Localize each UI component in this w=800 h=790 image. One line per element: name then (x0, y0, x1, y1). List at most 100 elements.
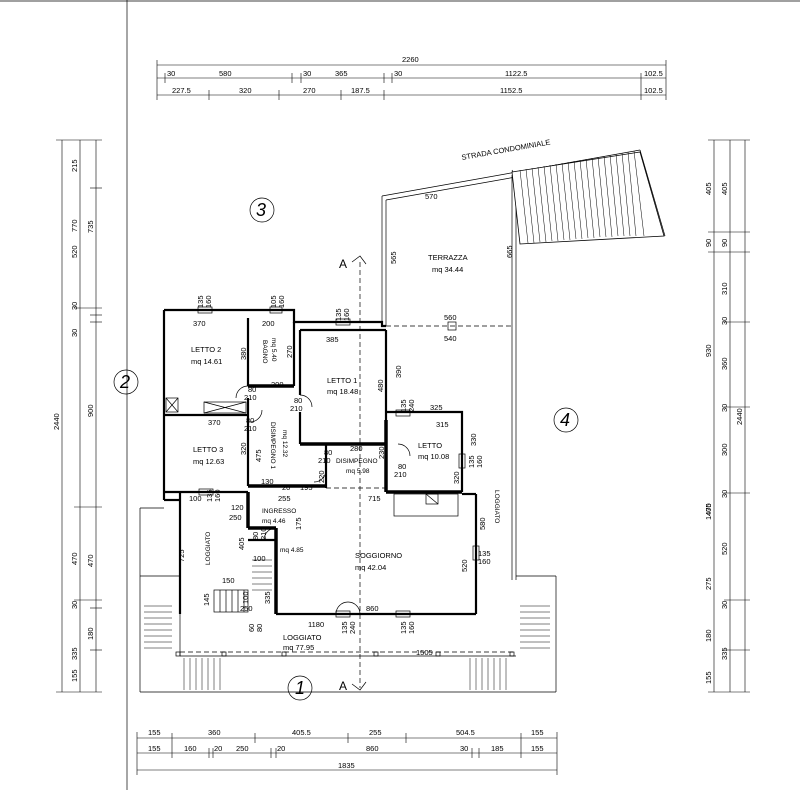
dim-label: 210 (290, 404, 303, 413)
dim-label: 135 (196, 295, 205, 308)
dim-label: 900 (86, 404, 95, 417)
dim-label: 160 (213, 489, 222, 502)
dim-label: 160 (204, 295, 213, 308)
dim-label: 270 (285, 345, 294, 358)
dim-label: 102.5 (644, 86, 663, 95)
dim-label: 135 (478, 549, 491, 558)
dim-label: 405.5 (292, 728, 311, 737)
dim-label: 80 (294, 396, 302, 405)
dim-label: 270 (303, 86, 316, 95)
letto3-area: mq 12.63 (193, 457, 224, 466)
dim-label: 250 (236, 744, 249, 753)
dim-label: 520 (70, 245, 79, 258)
dim-label: 715 (368, 494, 381, 503)
dim-label: 330 (469, 433, 478, 446)
bagno-area: mq 5.40 (270, 338, 277, 362)
dim-label: 100 (241, 591, 250, 604)
dim-label: 470 (86, 554, 95, 567)
left-dimensions: 2440 770 900 470 335 215 735 520 30 30 4… (52, 139, 102, 693)
dim-label: 320 (239, 442, 248, 455)
room-labels: LETTO 2 mq 14.61 BAGNO mq 5.40 LETTO 1 m… (191, 338, 449, 572)
dim-label: 155 (531, 728, 544, 737)
section-mark-2: 2 (119, 372, 130, 392)
letto-label: LETTO (418, 441, 442, 450)
dim-label: 30 (394, 69, 402, 78)
dim-label: 475 (254, 449, 263, 462)
soggiorno-area: mq 42.04 (355, 563, 386, 572)
dim-label: 160 (342, 308, 351, 321)
dim-label: 725 (177, 549, 186, 562)
dim-label: 145 (202, 593, 211, 606)
dim-label: 135 (205, 489, 214, 502)
dim-label: 665 (505, 245, 514, 258)
dim-label: 405 (704, 182, 713, 195)
terrazza-area: mq 34.44 (432, 265, 463, 274)
dim-label: 735 (86, 220, 95, 233)
ingresso-area: mq 4.46 (262, 518, 286, 525)
dim-label: 255 (369, 728, 382, 737)
dim-label: 860 (366, 604, 379, 613)
dim-label: 240 (407, 399, 416, 412)
dim-label: 380 (239, 347, 248, 360)
dim-label: 80 (324, 448, 332, 457)
section-cut-bottom-label: A (339, 679, 347, 693)
top-dimensions: 2260 30 580 30 365 30 1122.5 102.5 227.5… (156, 55, 667, 100)
section-mark-4: 4 (560, 410, 570, 430)
dim-label: 275 (704, 577, 713, 590)
disimpegno1-area: mq 12.32 (281, 430, 288, 457)
dim-label: 135 (399, 399, 408, 412)
dim-label: 30 (720, 490, 729, 498)
letto-area: mq 10.08 (418, 452, 449, 461)
dim-label: 250 (229, 513, 242, 522)
terrace: STRADA CONDOMINIALE TERRAZZA mq 34.44 57… (381, 137, 666, 580)
dim-label: 320 (239, 86, 252, 95)
letto1-label: LETTO 1 (327, 376, 357, 385)
dim-label: 185 (491, 744, 504, 753)
loggiato-bottom-label: LOGGIATO (283, 633, 322, 642)
dim-label: 120 (231, 503, 244, 512)
dim-label: 504.5 (456, 728, 475, 737)
dim-label: 360 (720, 357, 729, 370)
dim-label: 155 (531, 744, 544, 753)
dim-label: 30 (460, 744, 468, 753)
dim-label: 100 (189, 494, 202, 503)
dim-label: 255 (278, 494, 291, 503)
dim-label: 1470 (704, 503, 713, 520)
dim-label: 210 (244, 424, 257, 433)
dim-label: 200 (271, 380, 284, 389)
dim-label: 30 (720, 601, 729, 609)
dim-label: 90 (720, 239, 729, 247)
dim-label: 570 (425, 192, 438, 201)
dim-label: 150 (222, 576, 235, 585)
dim-label: 90 (704, 239, 713, 247)
dim-label: 175 (294, 517, 303, 530)
dim-label: 335 (720, 647, 729, 660)
dim-label: 580 (219, 69, 232, 78)
dim-label: 365 (335, 69, 348, 78)
dim-label: 160 (407, 621, 416, 634)
dim-label: 160 (277, 295, 286, 308)
dim-label: 240 (348, 621, 357, 634)
dim-label: 860 (366, 744, 379, 753)
letto2-area: mq 14.61 (191, 357, 222, 366)
dim-label: 80 (398, 462, 406, 471)
dim-label: 187.5 (351, 86, 370, 95)
loggiato: LOGGIATO mq 77.95 LOGGIATO LOGGIATO (139, 490, 557, 693)
disimpegno-area: mq 5.98 (346, 468, 370, 475)
letto3-label: LETTO 3 (193, 445, 223, 454)
dim-label: 30 (70, 329, 79, 337)
dim-label: 210 (244, 393, 257, 402)
dim-label: 135 (340, 621, 349, 634)
dim-label: 160 (475, 455, 484, 468)
dim-label: 335 (70, 647, 79, 660)
dim-label: 565 (389, 251, 398, 264)
dim-label: 210 (394, 470, 407, 479)
dim-label: 580 (478, 517, 487, 530)
ingresso-label: INGRESSO (262, 508, 296, 515)
dim-label: 210 (318, 456, 331, 465)
dim-label: 480 (376, 379, 385, 392)
dim-label: 215 (70, 159, 79, 172)
street-label: STRADA CONDOMINIALE (461, 137, 551, 161)
section-cut-a: A A (339, 255, 367, 693)
dim-label: 230 (377, 446, 386, 459)
